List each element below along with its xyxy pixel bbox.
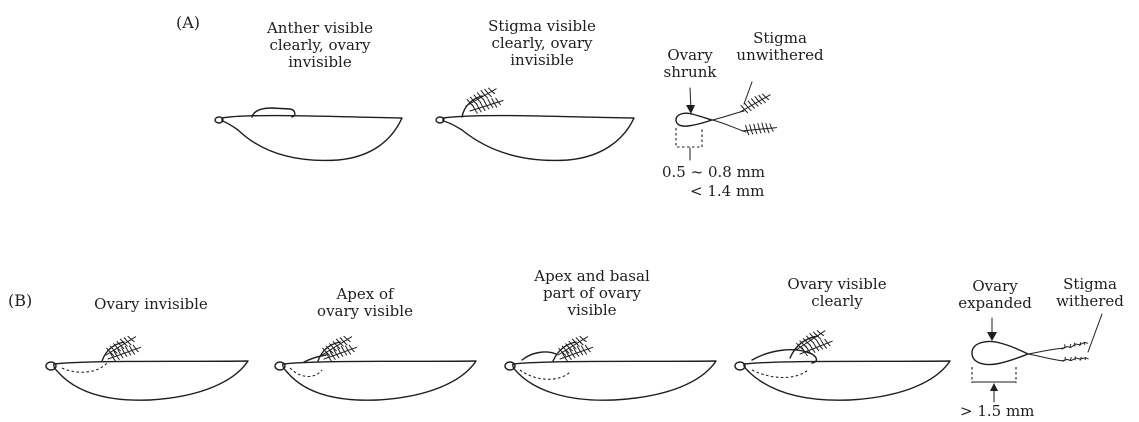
spikelet-ovary-clear <box>735 328 950 400</box>
ovary-expanded-detail <box>972 314 1102 402</box>
ovary-shrunk-measure-1: 0.5 ~ 0.8 mm <box>662 164 782 181</box>
ovary-shrunk-measure-2: < 1.4 mm <box>690 183 810 200</box>
stage-caption-apex-basal-visible: Apex and basal part of ovary visible <box>512 268 672 319</box>
stigma-unwithered-label: Stigma unwithered <box>725 30 835 64</box>
stage-caption-stigma-visible: Stigma visible clearly, ovary invisible <box>467 18 617 69</box>
spikelet-stigma-visible <box>436 86 634 160</box>
spikelet-anther-visible <box>215 108 402 160</box>
caption-line: shrunk <box>655 64 725 81</box>
caption-line: Ovary invisible <box>76 296 226 313</box>
caption-line: invisible <box>245 54 395 71</box>
panel-a-label: (A) <box>176 13 200 32</box>
caption-line: invisible <box>467 52 617 69</box>
caption-line: Ovary <box>950 278 1040 295</box>
ovary-expanded-measure: > 1.5 mm <box>960 403 1080 420</box>
stage-caption-apex-visible: Apex of ovary visible <box>290 286 440 320</box>
caption-line: Ovary <box>655 47 725 64</box>
caption-line: clearly <box>762 293 912 310</box>
caption-line: ovary visible <box>290 303 440 320</box>
caption-line: Stigma visible <box>467 18 617 35</box>
caption-line: Apex and basal <box>512 268 672 285</box>
panel-b-label: (B) <box>8 291 32 310</box>
stage-caption-anther-visible: Anther visible clearly, ovary invisible <box>245 20 395 71</box>
caption-line: clearly, ovary <box>245 37 395 54</box>
caption-line: Apex of <box>290 286 440 303</box>
stage-caption-ovary-invisible: Ovary invisible <box>76 296 226 313</box>
caption-line: Ovary visible <box>762 276 912 293</box>
caption-line: expanded <box>950 295 1040 312</box>
caption-line: unwithered <box>725 47 835 64</box>
caption-line: Stigma <box>1045 276 1135 293</box>
spikelet-apex-visible <box>275 334 476 400</box>
caption-line: Anther visible <box>245 20 395 37</box>
ovary-shrunk-detail <box>676 82 777 160</box>
ovary-shrunk-label: Ovary shrunk <box>655 47 725 81</box>
spikelet-ovary-invisible <box>46 334 248 400</box>
caption-line: clearly, ovary <box>467 35 617 52</box>
ovary-expanded-label: Ovary expanded <box>950 278 1040 312</box>
caption-line: withered <box>1045 293 1135 310</box>
caption-line: part of ovary <box>512 285 672 302</box>
spikelet-apex-basal-visible <box>505 334 716 400</box>
stigma-withered-label: Stigma withered <box>1045 276 1135 310</box>
stage-caption-ovary-clear: Ovary visible clearly <box>762 276 912 310</box>
caption-line: Stigma <box>725 30 835 47</box>
caption-line: visible <box>512 302 672 319</box>
